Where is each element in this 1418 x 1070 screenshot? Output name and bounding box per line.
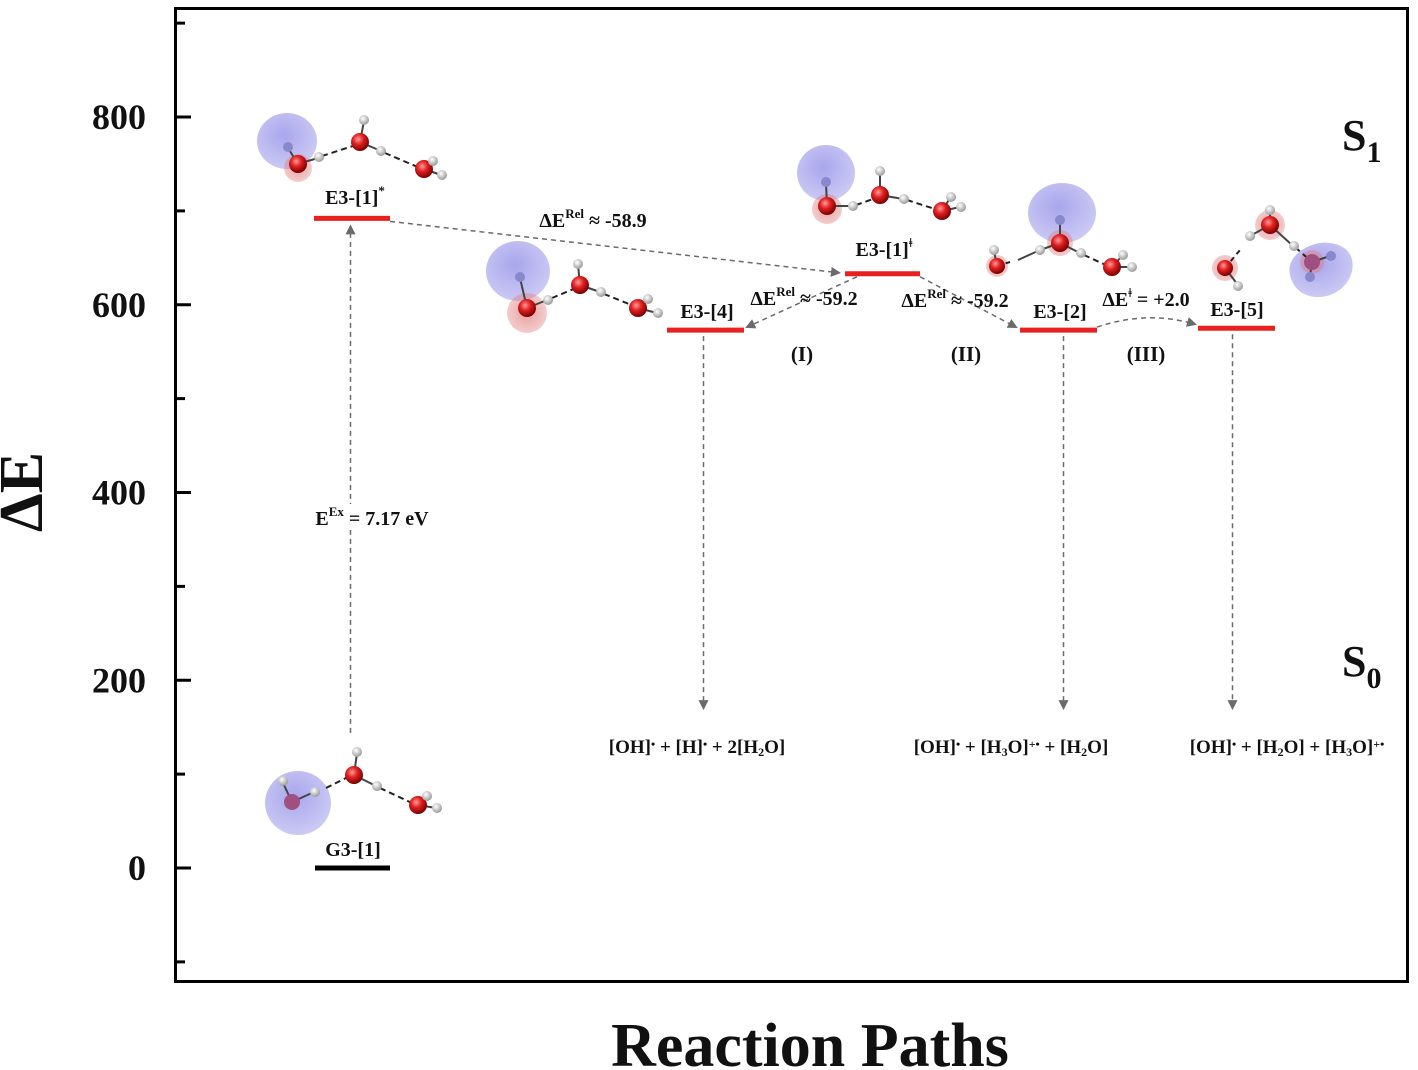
x-axis-title: Reaction Paths	[611, 1012, 1009, 1070]
product-label-e3-5: [OH]• + [H2O] + [H3O]+•	[1190, 737, 1385, 759]
state-label-s1: S1	[1342, 111, 1381, 169]
relax-label: ΔERel ≈ -58.9	[539, 206, 646, 232]
plot-frame	[174, 7, 1409, 983]
excitation-label: EEx = 7.17 eV	[302, 504, 440, 530]
molecule-e3-2	[986, 183, 1137, 277]
svg-text:EEx = 7.17 eV: EEx = 7.17 eV	[315, 504, 429, 530]
y-tick-label: 0	[128, 848, 146, 888]
y-tick-label: 400	[92, 473, 146, 513]
state-label-s0: S0	[1342, 637, 1381, 695]
level-label-e3-2: E3-[2]	[1033, 301, 1086, 323]
path-ii-energy-label: ΔERel ≈ -59.2	[901, 286, 1008, 312]
molecule-e3-1-ts	[797, 145, 966, 224]
level-label-e3-1-ts: E3-[1]ǂ	[856, 235, 913, 261]
y-tick-label: 800	[92, 97, 146, 137]
level-label-e3-4: E3-[4]	[680, 301, 733, 323]
level-label-g3-1: G3-[1]	[325, 839, 381, 861]
arrow-relax	[389, 220, 841, 277]
path-i-energy-label: ΔERel ≈ -59.2	[750, 284, 857, 310]
y-axis-title: ΔE	[0, 452, 56, 532]
y-tick-label: 200	[92, 660, 146, 700]
y-tick-label: 600	[92, 285, 146, 325]
path-iii-energy-label: ΔEǂ = +2.0	[1102, 285, 1189, 311]
molecule-g3-1	[265, 747, 442, 835]
molecule-e3-5	[1212, 205, 1353, 298]
arrow-path-iii	[1096, 317, 1197, 328]
molecule-e3-4	[486, 241, 663, 333]
molecule-e3-1-star	[257, 113, 447, 182]
arrow-path-ii	[919, 276, 1018, 329]
level-label-e3-1-star: E3-[1]*	[325, 183, 385, 209]
product-label-e3-2: [OH]• + [H3O]+• + [H2O]	[914, 737, 1109, 759]
path-label-i: (I)	[791, 342, 813, 366]
arrow-path-i	[745, 276, 858, 329]
level-label-e3-5: E3-[5]	[1210, 299, 1263, 321]
y-axis-ticks: 0 200 400 600 800	[92, 21, 191, 964]
product-label-e3-4: [OH]• + [H]• + 2[H2O]	[609, 737, 785, 759]
path-label-ii: (II)	[951, 342, 981, 366]
path-label-iii: (III)	[1127, 342, 1166, 366]
